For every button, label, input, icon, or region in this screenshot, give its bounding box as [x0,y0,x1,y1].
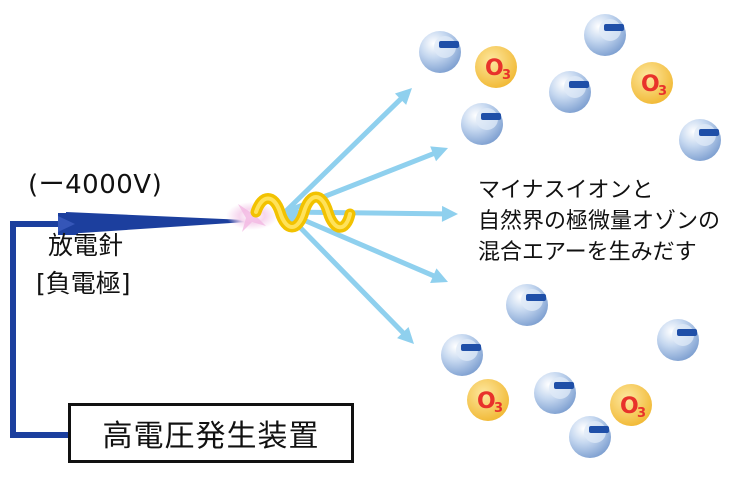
negative-ion-icon [657,319,699,361]
description-line-1: マイナスイオンと [478,178,654,203]
emission-arrows [282,88,458,344]
ozone-subscript: 3 [502,68,511,83]
ozone-subscript: 3 [658,84,667,99]
voltage-label: (ー4000V) [28,170,163,200]
needle-label: 放電針 [48,231,124,260]
description-line-3: 混合エアーを生みだす [478,240,697,265]
negative-ion-icon [569,416,611,458]
generator-box: 高電圧発生装置 [68,403,354,463]
emission-arrow [282,209,448,284]
ozone-molecule-icon: O3 [631,62,673,104]
negative-ion-icon [584,14,626,56]
negative-ion-icon [679,119,721,161]
ozone-molecule-icon: O3 [475,46,517,88]
ozone-symbol: O [620,394,639,419]
ozone-subscript: 3 [494,401,503,416]
description-line-2: 自然界の極微量オゾンの [478,209,721,234]
negative-ion-icon [506,284,548,326]
negative-ion-icon [461,103,503,145]
generator-label: 高電圧発生装置 [102,419,320,454]
emission-arrow [282,205,458,222]
negative-ion-icon [534,372,576,414]
electrode-label: [負電極] [36,269,131,298]
emission-arrow [282,88,412,215]
ozone-molecule-icon: O3 [467,379,509,421]
negative-ion-icon [419,31,461,73]
discharge-needle [58,212,246,235]
description-text: マイナスイオンと 自然界の極微量オゾンの 混合エアーを生みだす [478,175,720,268]
spark-icon [226,191,356,233]
ozone-symbol: O [641,72,660,97]
negative-ion-icon [441,334,483,376]
emission-arrow [282,209,414,344]
ozone-molecule-icon: O3 [610,384,652,426]
negative-ion-icon [549,71,591,113]
ozone-symbol: O [477,389,496,414]
ozone-symbol: O [485,56,504,81]
wire [10,221,70,438]
ozone-subscript: 3 [637,406,646,421]
